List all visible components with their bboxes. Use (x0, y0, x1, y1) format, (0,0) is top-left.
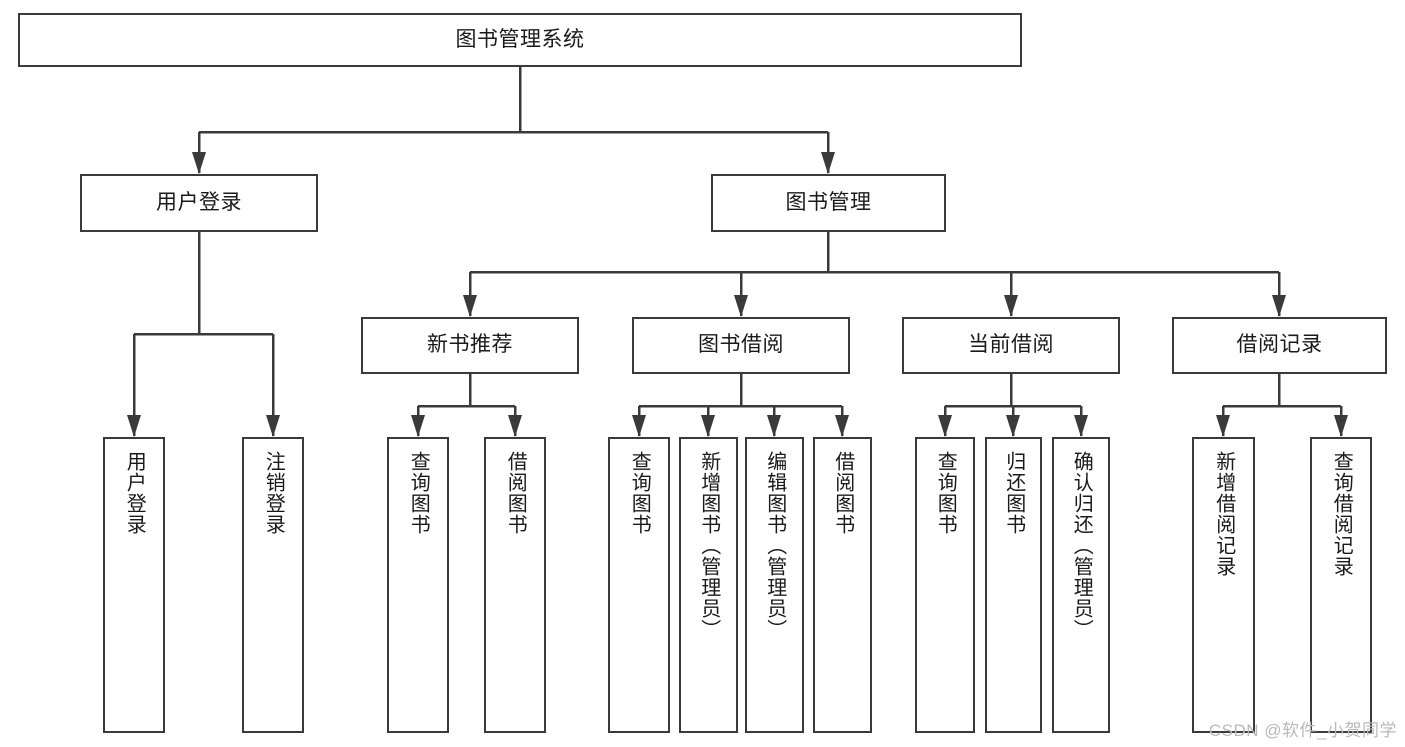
node-leaf-add-record[interactable]: 新增借阅记录 (1192, 437, 1255, 733)
node-leaf-add-record-label: 新增借阅记录 (1212, 451, 1235, 577)
node-leaf-edit-book[interactable]: 编辑图书（管理员） (745, 437, 804, 733)
node-new-book-rec[interactable]: 新书推荐 (361, 317, 579, 374)
node-leaf-query-book-3-label: 查询图书 (934, 451, 957, 535)
node-leaf-query-record-label: 查询借阅记录 (1330, 451, 1353, 577)
node-current-borrow[interactable]: 当前借阅 (902, 317, 1120, 374)
node-leaf-user-login-label: 用户登录 (123, 451, 146, 535)
node-leaf-add-book-label: 新增图书（管理员） (697, 451, 720, 640)
node-borrow-record[interactable]: 借阅记录 (1172, 317, 1387, 374)
node-leaf-user-login[interactable]: 用户登录 (103, 437, 165, 733)
node-borrow-record-label: 借阅记录 (1236, 333, 1323, 357)
node-leaf-query-book-2-label: 查询图书 (628, 451, 651, 535)
node-root[interactable]: 图书管理系统 (18, 13, 1022, 67)
node-book-borrow[interactable]: 图书借阅 (632, 317, 850, 374)
node-current-borrow-label: 当前借阅 (968, 333, 1054, 357)
node-leaf-query-book-1-label: 查询图书 (407, 451, 430, 535)
node-leaf-query-book-2[interactable]: 查询图书 (608, 437, 670, 733)
node-leaf-borrow-book-1-label: 借阅图书 (504, 451, 527, 535)
node-leaf-query-book-1[interactable]: 查询图书 (387, 437, 449, 733)
node-user-login-label: 用户登录 (156, 190, 242, 214)
node-new-book-rec-label: 新书推荐 (427, 333, 513, 357)
csdn-watermark: CSDN @软件_小贺同学 (1208, 721, 1397, 740)
node-leaf-borrow-book-1[interactable]: 借阅图书 (484, 437, 546, 733)
node-leaf-confirm-return-label: 确认归还（管理员） (1070, 451, 1093, 640)
node-book-borrow-label: 图书借阅 (698, 333, 784, 357)
node-leaf-confirm-return[interactable]: 确认归还（管理员） (1052, 437, 1110, 733)
node-leaf-query-book-3[interactable]: 查询图书 (915, 437, 975, 733)
node-leaf-add-book[interactable]: 新增图书（管理员） (679, 437, 738, 733)
node-leaf-borrow-book-2[interactable]: 借阅图书 (813, 437, 872, 733)
node-leaf-return-book[interactable]: 归还图书 (985, 437, 1042, 733)
node-leaf-edit-book-label: 编辑图书（管理员） (763, 451, 786, 640)
node-leaf-query-record[interactable]: 查询借阅记录 (1310, 437, 1372, 733)
node-root-label: 图书管理系统 (455, 27, 585, 51)
node-user-login[interactable]: 用户登录 (80, 174, 318, 232)
node-leaf-return-book-label: 归还图书 (1002, 451, 1025, 535)
node-leaf-logout-label: 注销登录 (262, 451, 285, 535)
node-leaf-borrow-book-2-label: 借阅图书 (831, 451, 854, 535)
node-book-manage[interactable]: 图书管理 (711, 174, 946, 232)
node-book-manage-label: 图书管理 (785, 190, 872, 214)
node-leaf-logout[interactable]: 注销登录 (242, 437, 304, 733)
